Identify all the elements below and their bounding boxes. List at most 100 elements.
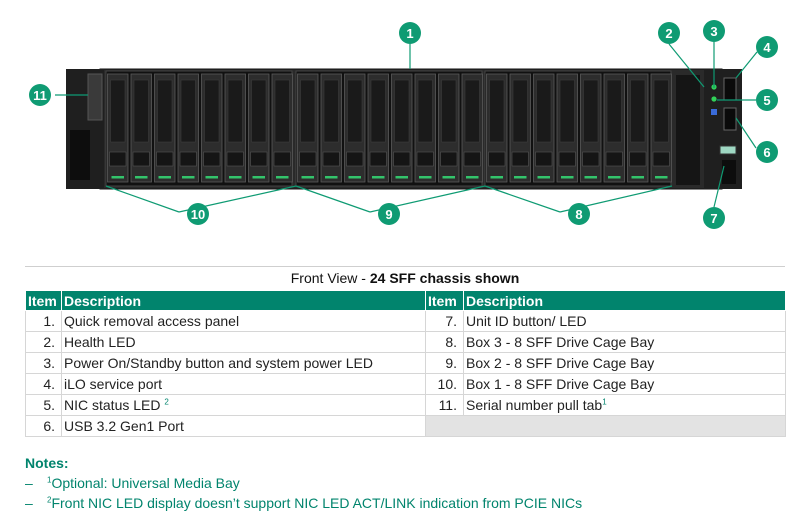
svg-text:7: 7 bbox=[710, 211, 717, 226]
header-description-right: Description bbox=[463, 290, 786, 311]
drive-led bbox=[395, 176, 408, 179]
drive-led bbox=[348, 176, 361, 179]
drive-latch bbox=[370, 79, 386, 143]
item-number: 8. bbox=[425, 331, 464, 353]
note-item: – 1Optional: Universal Media Bay bbox=[25, 475, 785, 491]
item-number: 1. bbox=[25, 310, 62, 332]
item-number: 6. bbox=[25, 415, 62, 437]
drive-latch bbox=[489, 79, 505, 143]
drive-led bbox=[205, 176, 218, 179]
drive-handle bbox=[156, 151, 174, 167]
table-row: 5. NIC status LED 2 11. Serial number pu… bbox=[25, 394, 786, 416]
notes-title: Notes: bbox=[25, 455, 69, 471]
drive-handle bbox=[416, 151, 434, 167]
drive-handle bbox=[393, 151, 411, 167]
drive-latch bbox=[653, 79, 669, 143]
drive-latch bbox=[441, 79, 457, 143]
figure-caption: Front View - 24 SFF chassis shown bbox=[25, 266, 785, 286]
drive-handle bbox=[369, 151, 387, 167]
drive-latch bbox=[606, 79, 622, 143]
drive-latch bbox=[417, 79, 433, 143]
drive-handle bbox=[132, 151, 150, 167]
table-row: 6. USB 3.2 Gen1 Port bbox=[25, 415, 786, 437]
drive-led bbox=[442, 176, 455, 179]
drive-latch bbox=[133, 79, 149, 143]
callout-7: 7 bbox=[703, 207, 725, 229]
drive-handle bbox=[250, 151, 268, 167]
note-content: Front NIC LED display doesn’t support NI… bbox=[51, 495, 583, 511]
drive-latch bbox=[323, 79, 339, 143]
caption-prefix: Front View - bbox=[290, 270, 370, 286]
drive-handle bbox=[299, 151, 317, 167]
left-ear-panel bbox=[70, 130, 90, 180]
drive-latch bbox=[204, 79, 220, 143]
drive-latch bbox=[347, 79, 363, 143]
drive-handle bbox=[605, 151, 623, 167]
empty-cell bbox=[425, 415, 786, 437]
svg-text:10: 10 bbox=[191, 207, 205, 222]
item-description: Power On/Standby button and system power… bbox=[61, 352, 426, 374]
svg-text:8: 8 bbox=[575, 207, 582, 222]
drive-led bbox=[490, 176, 503, 179]
drive-handle bbox=[558, 151, 576, 167]
header-item-left: Item bbox=[25, 290, 62, 311]
drive-led bbox=[631, 176, 644, 179]
drive-handle bbox=[535, 151, 553, 167]
item-number: 11. bbox=[425, 394, 464, 416]
callout-10: 10 bbox=[187, 203, 209, 225]
item-description: Box 3 - 8 SFF Drive Cage Bay bbox=[463, 331, 786, 353]
nic-status-led bbox=[711, 109, 717, 115]
svg-text:11: 11 bbox=[33, 88, 47, 103]
item-number: 10. bbox=[425, 373, 464, 395]
drive-handle bbox=[463, 151, 481, 167]
item-number: 9. bbox=[425, 352, 464, 374]
power-led bbox=[711, 96, 717, 102]
callout-9: 9 bbox=[378, 203, 400, 225]
item-description: Box 2 - 8 SFF Drive Cage Bay bbox=[463, 352, 786, 374]
drive-led bbox=[655, 176, 668, 179]
svg-text:9: 9 bbox=[385, 207, 392, 222]
drive-led bbox=[182, 176, 195, 179]
drive-handle bbox=[346, 151, 364, 167]
footnote-marker: 2 bbox=[47, 495, 52, 505]
note-text: 2Front NIC LED display doesn’t support N… bbox=[47, 495, 582, 511]
drive-led bbox=[325, 176, 338, 179]
drive-handle bbox=[273, 151, 291, 167]
footnote-marker: 1 bbox=[47, 475, 52, 485]
description-text: NIC status LED bbox=[64, 397, 161, 413]
drive-latch bbox=[630, 79, 646, 143]
drive-led bbox=[276, 176, 289, 179]
drive-led bbox=[111, 176, 124, 179]
drive-led bbox=[158, 176, 171, 179]
drive-led bbox=[584, 176, 597, 179]
drive-latch bbox=[512, 79, 528, 143]
callout-2: 2 bbox=[658, 22, 680, 44]
drive-bays bbox=[105, 70, 672, 187]
drive-latch bbox=[251, 79, 267, 143]
drive-led bbox=[466, 176, 479, 179]
drive-led bbox=[608, 176, 621, 179]
table-row: 4. iLO service port 10. Box 1 - 8 SFF Dr… bbox=[25, 373, 786, 395]
drive-latch bbox=[157, 79, 173, 143]
caption-bold: 24 SFF chassis shown bbox=[369, 270, 520, 286]
table-row: 2. Health LED 8. Box 3 - 8 SFF Drive Cag… bbox=[25, 331, 786, 353]
svg-text:1: 1 bbox=[406, 26, 413, 41]
drive-latch bbox=[180, 79, 196, 143]
drive-led bbox=[419, 176, 432, 179]
drive-latch bbox=[464, 79, 480, 143]
notes-section: Notes: – 1Optional: Universal Media Bay … bbox=[25, 455, 785, 515]
item-description: Quick removal access panel bbox=[61, 310, 426, 332]
footnote-marker: 1 bbox=[602, 397, 607, 407]
drive-handle bbox=[629, 151, 647, 167]
drive-led bbox=[301, 176, 314, 179]
drive-handle bbox=[226, 151, 244, 167]
svg-text:2: 2 bbox=[665, 26, 672, 41]
usb-port bbox=[723, 107, 737, 131]
note-text: 1Optional: Universal Media Bay bbox=[47, 475, 240, 491]
note-dash: – bbox=[25, 475, 33, 491]
drive-handle bbox=[179, 151, 197, 167]
callout-4: 4 bbox=[756, 36, 778, 58]
svg-text:6: 6 bbox=[763, 145, 770, 160]
item-number: 3. bbox=[25, 352, 62, 374]
footnote-marker: 2 bbox=[164, 397, 169, 407]
